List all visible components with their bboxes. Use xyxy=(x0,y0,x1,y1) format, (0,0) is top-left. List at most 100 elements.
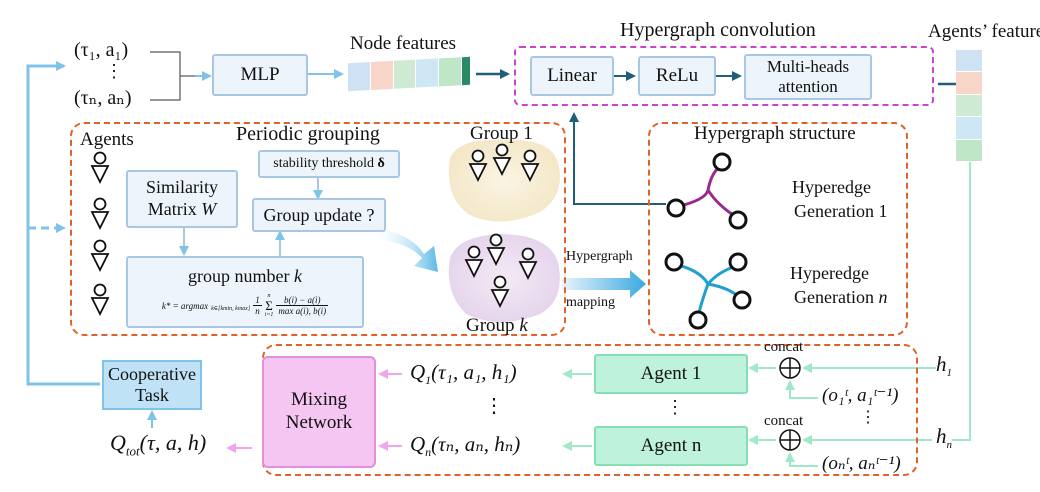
group-number-title: group number k xyxy=(188,266,302,287)
agent-figure-icon xyxy=(90,197,110,231)
mapping-label-line1: Hypergraph xyxy=(566,249,633,264)
agents-label: Agents xyxy=(80,129,134,150)
group-update-box: Group update ? xyxy=(252,198,386,232)
agent-figure-icon xyxy=(486,233,506,267)
stability-symbol: δ xyxy=(377,156,385,171)
input-bracket xyxy=(150,51,195,101)
hypergraph-mapping-arrow xyxy=(562,270,646,298)
mlp-label: MLP xyxy=(240,64,280,85)
periodic-grouping-title: Periodic grouping xyxy=(236,123,380,145)
similarity-line1: Similarity xyxy=(146,177,218,198)
mixing-network-box: Mixing Network xyxy=(262,356,376,468)
agent-figure-icon xyxy=(518,247,538,281)
hn-label: hn xyxy=(936,424,953,452)
stability-label: stability threshold xyxy=(273,156,374,171)
q-dots: ⋮ xyxy=(484,395,504,417)
qn-main: Q xyxy=(410,432,426,456)
hyperedge-genn-line1: Hyperedge xyxy=(790,263,869,283)
group-number-box: group number k k* = argmax k∈[kmin, kmax… xyxy=(126,256,364,328)
input-tuple-1: (τ₁, a₁) xyxy=(74,39,129,61)
linear-box: Linear xyxy=(530,56,614,96)
obs1-to-concat-arrow xyxy=(785,380,818,399)
formula-lhs: k* = argmax xyxy=(161,300,209,311)
formula-frac-den: n xyxy=(253,305,262,316)
formula-sum: n Σ i=1 xyxy=(265,293,274,318)
agent-feature-cell xyxy=(956,72,982,95)
update-to-groups-arrow xyxy=(370,228,438,272)
hyperedge-genn-line2: Generation n xyxy=(794,288,887,306)
mlp-box: MLP xyxy=(212,54,308,96)
agent-feature-cell xyxy=(956,50,982,73)
hn-main: h xyxy=(936,424,947,448)
relu-label: ReLu xyxy=(655,65,699,86)
q1-args: (τ₁, a₁, h₁) xyxy=(431,360,517,384)
node-feature-cell xyxy=(348,62,371,92)
mixing-line1: Mixing xyxy=(291,389,347,411)
obs-n-label: (oₙᵗ, aₙᵗ⁻¹) xyxy=(822,453,901,474)
attention-box: Multi-heads attention xyxy=(744,54,872,100)
hyperedge-generation-n-graph xyxy=(664,252,752,330)
attention-label-line1: Multi-heads xyxy=(766,57,850,77)
agent-feature-cell xyxy=(956,139,982,163)
hyperedge-genn-var: n xyxy=(878,287,888,307)
q-tot-sub: tot xyxy=(125,443,140,459)
similarity-var: W xyxy=(201,199,217,219)
structure-to-linear-arrow xyxy=(569,112,666,205)
agent-1-label: Agent 1 xyxy=(640,363,702,384)
group-1-label: Group 1 xyxy=(470,123,533,144)
similarity-matrix-box: Similarity Matrix W xyxy=(126,170,238,228)
q-tot-args: (τ, a, h) xyxy=(139,430,207,455)
hyperedge-generation-1-graph xyxy=(666,152,748,230)
formula-frac-num: 1 xyxy=(255,295,260,305)
group-k-prefix: Group xyxy=(466,315,515,336)
agent-dots: ⋮ xyxy=(666,397,684,417)
formula-sum-top: n xyxy=(267,293,271,299)
linear-label: Linear xyxy=(547,65,597,86)
obs-dots: ⋮ xyxy=(860,409,876,426)
qn-sub: n xyxy=(425,445,432,460)
node-feature-cell xyxy=(439,57,462,87)
agent-figure-icon xyxy=(468,149,488,183)
formula-sum-bot: i=1 xyxy=(264,312,274,318)
cooperative-line2: Task xyxy=(135,385,169,405)
node-features-label: Node features xyxy=(350,33,457,54)
hypergraph-convolution-title: Hypergraph convolution xyxy=(620,19,816,41)
formula-den: max a(i), b(i) xyxy=(276,305,329,316)
features-down-line xyxy=(952,162,971,441)
agent-figure-icon xyxy=(490,275,510,309)
obs-1-label: (o₁ᵗ, a₁ᵗ⁻¹) xyxy=(822,385,899,406)
group-k-label: Group k xyxy=(466,316,528,335)
q-tot-label: Qtot(τ, a, h) xyxy=(110,430,207,459)
formula-main-frac: b(i) − a(i) max a(i), b(i) xyxy=(276,295,329,316)
input-dots: ⋮ xyxy=(105,61,123,81)
mapping-label-line2: mapping xyxy=(566,295,615,310)
agent-1-box: Agent 1 xyxy=(594,354,748,394)
formula-frac: 1 n xyxy=(253,295,262,316)
agent-figures xyxy=(90,143,540,317)
agent-feature-cell xyxy=(956,117,982,140)
group-number-formula: k* = argmax k∈[kmin, kmax] 1 n n Σ i=1 b… xyxy=(161,293,329,318)
node-feature-cell xyxy=(393,59,417,89)
formula-sum-sign: Σ xyxy=(265,298,273,313)
agents-features-label: Agents’ features xyxy=(928,21,1040,42)
group-number-label: group number xyxy=(188,266,290,286)
h1-sub: 1 xyxy=(946,367,953,380)
agent-n-box: Agent n xyxy=(594,426,748,466)
h1-label: h1 xyxy=(936,354,953,380)
agent-feature-cell xyxy=(956,94,982,118)
group-number-var: k xyxy=(293,266,302,286)
cooperative-line1: Cooperative xyxy=(108,364,196,385)
qn-label: Qn(τₙ, aₙ, hₙ) xyxy=(410,432,520,460)
hyperedge-genn-label: Generation xyxy=(794,287,874,307)
q1-label: Q1(τ₁, a₁, h₁) xyxy=(410,360,517,387)
cooperative-task-box: Cooperative Task xyxy=(102,360,202,410)
attention-label-line2: attention xyxy=(778,77,838,96)
hypergraph-structure-title: Hypergraph structure xyxy=(694,123,856,144)
group-update-label: Group update ? xyxy=(263,204,375,225)
agent-figure-icon xyxy=(492,143,512,177)
hn-sub: n xyxy=(946,439,953,452)
hyperedge-gen1-line2: Generation 1 xyxy=(794,201,888,221)
input-tuple-n: (τₙ, aₙ) xyxy=(74,87,132,109)
agent-figure-icon xyxy=(464,245,484,279)
